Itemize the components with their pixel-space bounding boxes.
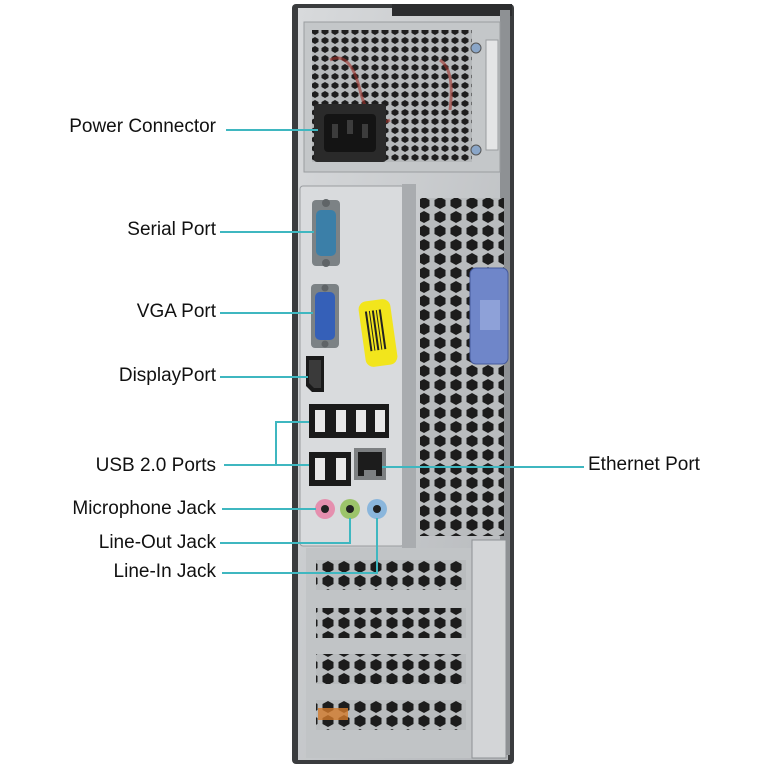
label-ethernet-port: Ethernet Port — [588, 454, 700, 475]
blue-latch — [469, 267, 509, 365]
label-line-in-jack: Line-In Jack — [113, 561, 216, 582]
displayport-connector — [306, 356, 324, 392]
barcode-sticker — [358, 299, 398, 367]
leader-line-line-in — [222, 518, 378, 574]
usb-ports — [309, 404, 389, 486]
leader-lines — [220, 129, 584, 574]
label-microphone-jack: Microphone Jack — [72, 498, 216, 519]
leader-line-usb — [224, 421, 309, 466]
label-line-out-jack: Line-Out Jack — [98, 532, 216, 553]
power-connector — [314, 104, 386, 162]
label-power-connector: Power Connector — [69, 116, 216, 137]
label-vga-port: VGA Port — [136, 301, 216, 322]
label-displayport: DisplayPort — [118, 365, 216, 386]
power-supply — [303, 21, 501, 173]
expansion-slots — [306, 539, 507, 759]
ethernet-connector — [354, 448, 386, 480]
leader-line-line-out — [220, 518, 351, 544]
label-usb-ports: USB 2.0 Ports — [95, 455, 216, 476]
vga-connector — [311, 284, 339, 348]
audio-jacks — [315, 499, 387, 519]
ventilation-grille — [420, 198, 504, 536]
serial-connector — [312, 199, 340, 267]
label-serial-port: Serial Port — [127, 219, 216, 240]
